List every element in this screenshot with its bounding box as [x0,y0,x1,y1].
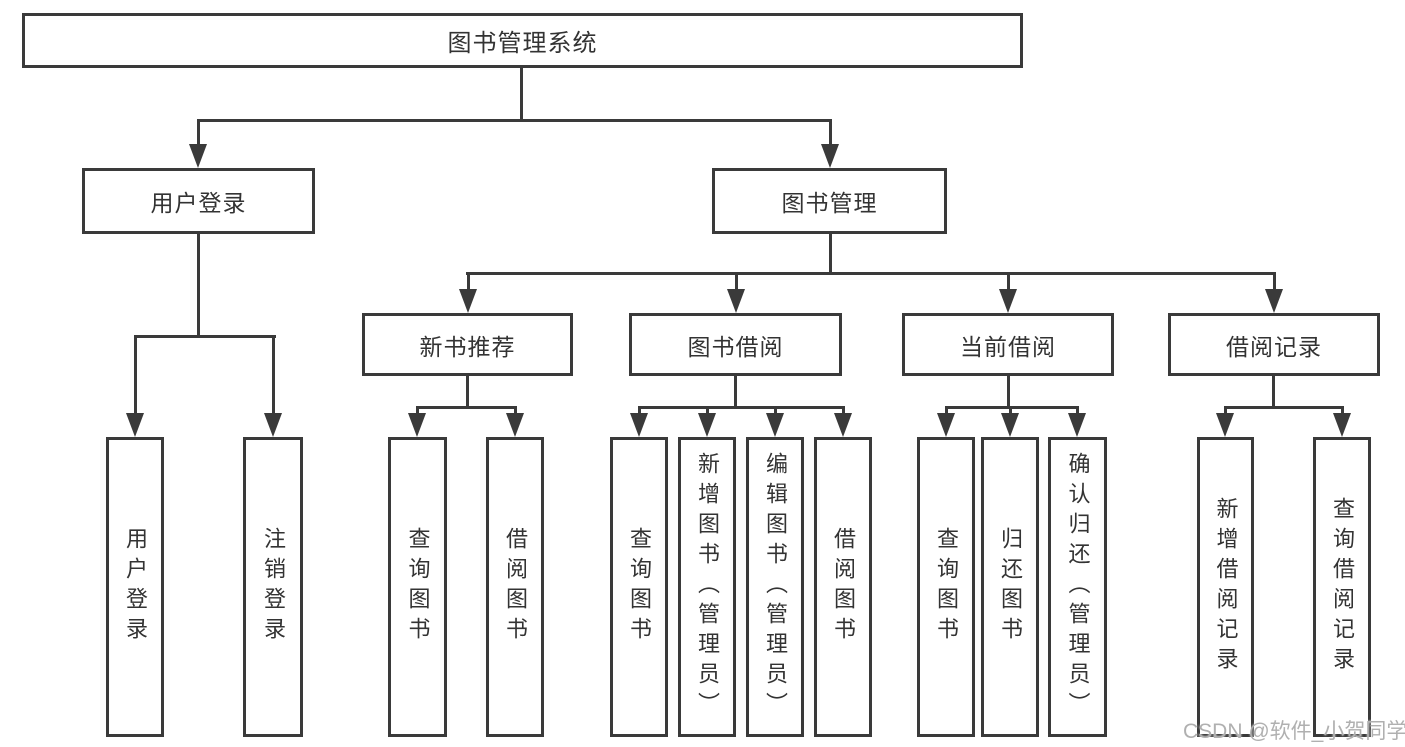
connector-drop [1341,406,1344,418]
connector-book-management-stub [829,234,832,275]
leaf-query-borrow-record: 查询借阅记录 [1313,437,1371,737]
connector-records-stub [1272,376,1275,409]
arrowhead-icon [189,144,207,168]
leaf-add-books-admin: 新增图书（管理员） [678,437,736,737]
leaf-query-books: 查询图书 [388,437,447,737]
arrowhead-icon [821,144,839,168]
arrowhead-icon [630,413,648,437]
connector-drop [1224,406,1227,418]
connector-drop [774,406,777,418]
arrowhead-icon [1001,413,1019,437]
connector-drop [272,335,275,417]
leaf-borrow-books: 借阅图书 [486,437,544,737]
leaf-return-books: 归还图书 [981,437,1039,737]
leaf-user-login: 用户登录 [106,437,164,737]
connector-drop [638,406,641,418]
node-book-management: 图书管理 [712,168,947,234]
connector-borrowing-rail [638,406,845,409]
node-borrowing-records: 借阅记录 [1168,313,1380,376]
connector-drop [1007,272,1010,295]
connector-drop [514,406,517,418]
node-book-borrowing: 图书借阅 [629,313,842,376]
arrowhead-icon [937,413,955,437]
connector-drop [945,406,948,418]
connector-user-login-rail [134,335,276,338]
connector-drop [134,335,137,417]
arrowhead-icon [834,413,852,437]
connector-book-management-drop [829,119,832,150]
leaf-add-borrow-record: 新增借阅记录 [1197,437,1254,737]
connector-drop [1273,272,1276,295]
connector-drop [467,272,470,295]
arrowhead-icon [766,413,784,437]
connector-records-rail [1224,406,1344,409]
connector-user-login-drop [197,119,200,150]
leaf-logout: 注销登录 [243,437,303,737]
leaf-query-books: 查询图书 [610,437,668,737]
connector-user-login-stub [197,234,200,338]
node-user-login: 用户登录 [82,168,315,234]
arrowhead-icon [459,289,477,313]
arrowhead-icon [1068,413,1086,437]
leaf-edit-books-admin: 编辑图书（管理员） [746,437,804,737]
connector-new-books-stub [466,376,469,409]
leaf-query-books: 查询图书 [917,437,975,737]
connector-drop [416,406,419,418]
arrowhead-icon [1333,413,1351,437]
arrowhead-icon [698,413,716,437]
connector-new-books-rail [416,406,517,409]
arrowhead-icon [506,413,524,437]
arrowhead-icon [264,413,282,437]
arrowhead-icon [727,289,745,313]
arrowhead-icon [126,413,144,437]
csdn-watermark: CSDN @软件_小贺同学 [1183,720,1405,743]
connector-current-stub [1007,376,1010,409]
node-library-management-system: 图书管理系统 [22,13,1023,68]
connector-borrowing-stub [734,376,737,409]
leaf-borrow-books: 借阅图书 [814,437,872,737]
connector-level2-rail [197,119,832,122]
arrowhead-icon [1265,289,1283,313]
connector-drop [1009,406,1012,418]
node-current-borrowing: 当前借阅 [902,313,1114,376]
node-new-book-recommendation: 新书推荐 [362,313,573,376]
connector-root-stub [520,68,523,122]
arrowhead-icon [999,289,1017,313]
connector-drop [735,272,738,295]
connector-level3-rail [466,272,1276,275]
connector-current-rail [945,406,1079,409]
connector-drop [706,406,709,418]
arrowhead-icon [408,413,426,437]
connector-drop [1076,406,1079,418]
connector-drop [842,406,845,418]
leaf-confirm-return-admin: 确认归还（管理员） [1048,437,1107,737]
arrowhead-icon [1216,413,1234,437]
